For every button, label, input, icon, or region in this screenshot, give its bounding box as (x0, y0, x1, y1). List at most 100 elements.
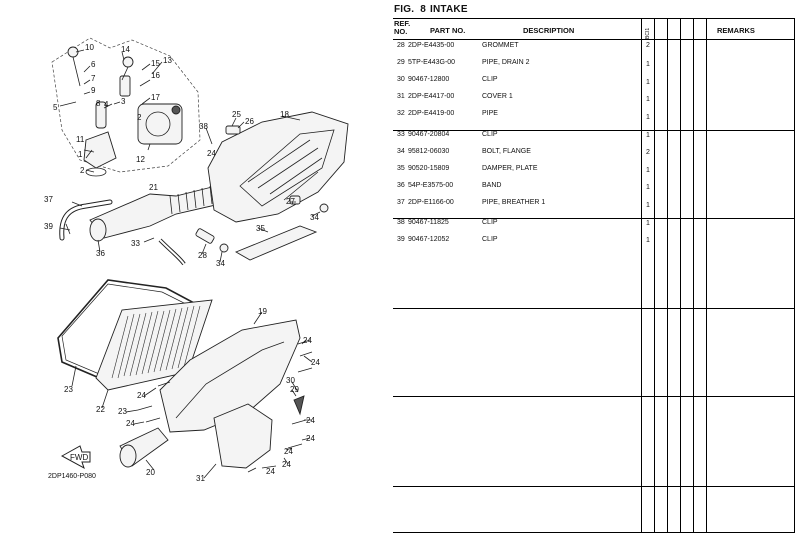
row-ref: 36 (397, 182, 405, 189)
air-case-lower (159, 319, 301, 433)
callout-35: 35 (256, 224, 265, 233)
callout-36: 36 (96, 249, 105, 258)
table-bottom-border (393, 532, 795, 533)
callout-11: 11 (76, 135, 85, 144)
row-qty: 1 (646, 184, 650, 191)
row-part-no: 90520-15809 (408, 165, 450, 172)
callout-1: 1 (78, 150, 83, 159)
callout-24-c: 24 (137, 391, 146, 400)
column-divider (680, 18, 681, 533)
callout-17: 17 (151, 93, 160, 102)
parts-row: 39 90467-12052 CLIP (393, 236, 693, 247)
group-rule (393, 218, 795, 219)
callout-25: 25 (232, 110, 241, 119)
figure-number: 8 (420, 4, 427, 15)
callout-3: 3 (121, 97, 126, 106)
callout-24-e: 24 (126, 419, 135, 428)
row-qty: 2 (646, 42, 650, 49)
row-part-no: 90467-12800 (408, 76, 450, 83)
callout-24-a: 24 (303, 336, 312, 345)
callout-23: 23 (64, 385, 73, 394)
parts-row: 36 54P-E3575-00 BAND (393, 182, 693, 193)
parts-row: 28 2DP-E4435-00 GROMMET (393, 42, 693, 53)
callout-12: 12 (136, 155, 145, 164)
parts-row: 31 2DP-E4417-00 COVER 1 (393, 93, 693, 104)
callout-21: 21 (149, 183, 158, 192)
table-top-border (393, 18, 795, 19)
callout-24-d: 24 (306, 416, 315, 425)
header-part-no: PART NO. (430, 26, 466, 35)
row-part-no: 2DP-E4417-00 (408, 93, 455, 100)
row-ref: 35 (397, 165, 405, 172)
callout-16: 16 (151, 71, 160, 80)
row-qty: 1 (646, 79, 650, 86)
group-rule (393, 130, 795, 131)
damper-plate (234, 225, 318, 261)
callout-4: 4 (104, 100, 109, 109)
figure-name: INTAKE (430, 4, 468, 15)
row-qty: 1 (646, 132, 650, 139)
callout-24-b: 24 (311, 358, 320, 367)
callout-28: 28 (198, 251, 207, 260)
row-description: PIPE (482, 110, 498, 117)
callout-13: 13 (163, 56, 172, 65)
row-description: BAND (482, 182, 502, 189)
row-ref: 39 (397, 236, 405, 243)
callout-27: 27 (286, 197, 295, 206)
row-ref: 30 (397, 76, 405, 83)
column-divider (641, 18, 642, 533)
parts-row: 32 2DP-E4419-00 PIPE (393, 110, 693, 121)
air-filter-case (207, 111, 349, 223)
row-description: CLIP (482, 219, 498, 226)
forward-arrow-icon (60, 445, 91, 470)
callout-22: 22 (96, 405, 105, 414)
header-model-column: BCI1 (645, 27, 651, 39)
parts-row: 30 90467-12800 CLIP (393, 76, 693, 87)
callout-18: 18 (280, 110, 289, 119)
row-qty: 1 (646, 237, 650, 244)
row-description: BOLT, FLANGE (482, 148, 531, 155)
callout-23-lower: 23 (118, 407, 127, 416)
group-rule (393, 396, 795, 397)
callout-26: 26 (245, 117, 254, 126)
row-qty: 1 (646, 202, 650, 209)
callout-24-g: 24 (284, 447, 293, 456)
callout-24-f: 24 (306, 434, 315, 443)
callout-34: 34 (216, 259, 225, 268)
callout-34-right: 34 (310, 213, 319, 222)
column-divider (654, 18, 655, 533)
row-description: PIPE, BREATHER 1 (482, 199, 546, 206)
throttle-body-group-outline (51, 37, 201, 173)
row-part-no: 2DP-E4419-00 (408, 110, 455, 117)
header-rule (393, 39, 795, 40)
row-ref: 32 (397, 110, 405, 117)
row-description: GROMMET (482, 42, 519, 49)
parts-row: 35 90520-15809 DAMPER, PLATE (393, 165, 693, 176)
callout-39: 39 (44, 222, 53, 231)
callout-30: 30 (286, 376, 295, 385)
sensor-assembly (83, 131, 117, 169)
figure-label: FIG. (394, 4, 415, 15)
callout-29: 29 (290, 385, 299, 394)
row-description: CLIP (482, 236, 498, 243)
callout-24-h: 24 (282, 460, 291, 469)
callout-9: 9 (91, 86, 96, 95)
parts-row: 33 90467-20804 CLIP (393, 131, 693, 142)
row-description: CLIP (482, 131, 498, 138)
callout-33: 33 (131, 239, 140, 248)
column-divider (706, 18, 707, 533)
column-divider (667, 18, 668, 533)
row-part-no: 95812-06030 (408, 148, 450, 155)
header-remarks: REMARKS (717, 26, 755, 35)
row-part-no: 2DP-E4435-00 (408, 42, 455, 49)
row-qty: 2 (646, 149, 650, 156)
callout-14: 14 (121, 45, 130, 54)
row-ref: 34 (397, 148, 405, 155)
row-description: COVER 1 (482, 93, 513, 100)
fwd-label: FWD (70, 453, 88, 462)
row-ref: 29 (397, 59, 405, 66)
callout-15: 15 (151, 59, 160, 68)
row-qty: 1 (646, 114, 650, 121)
header-ref-no: REF. NO. (394, 19, 411, 36)
